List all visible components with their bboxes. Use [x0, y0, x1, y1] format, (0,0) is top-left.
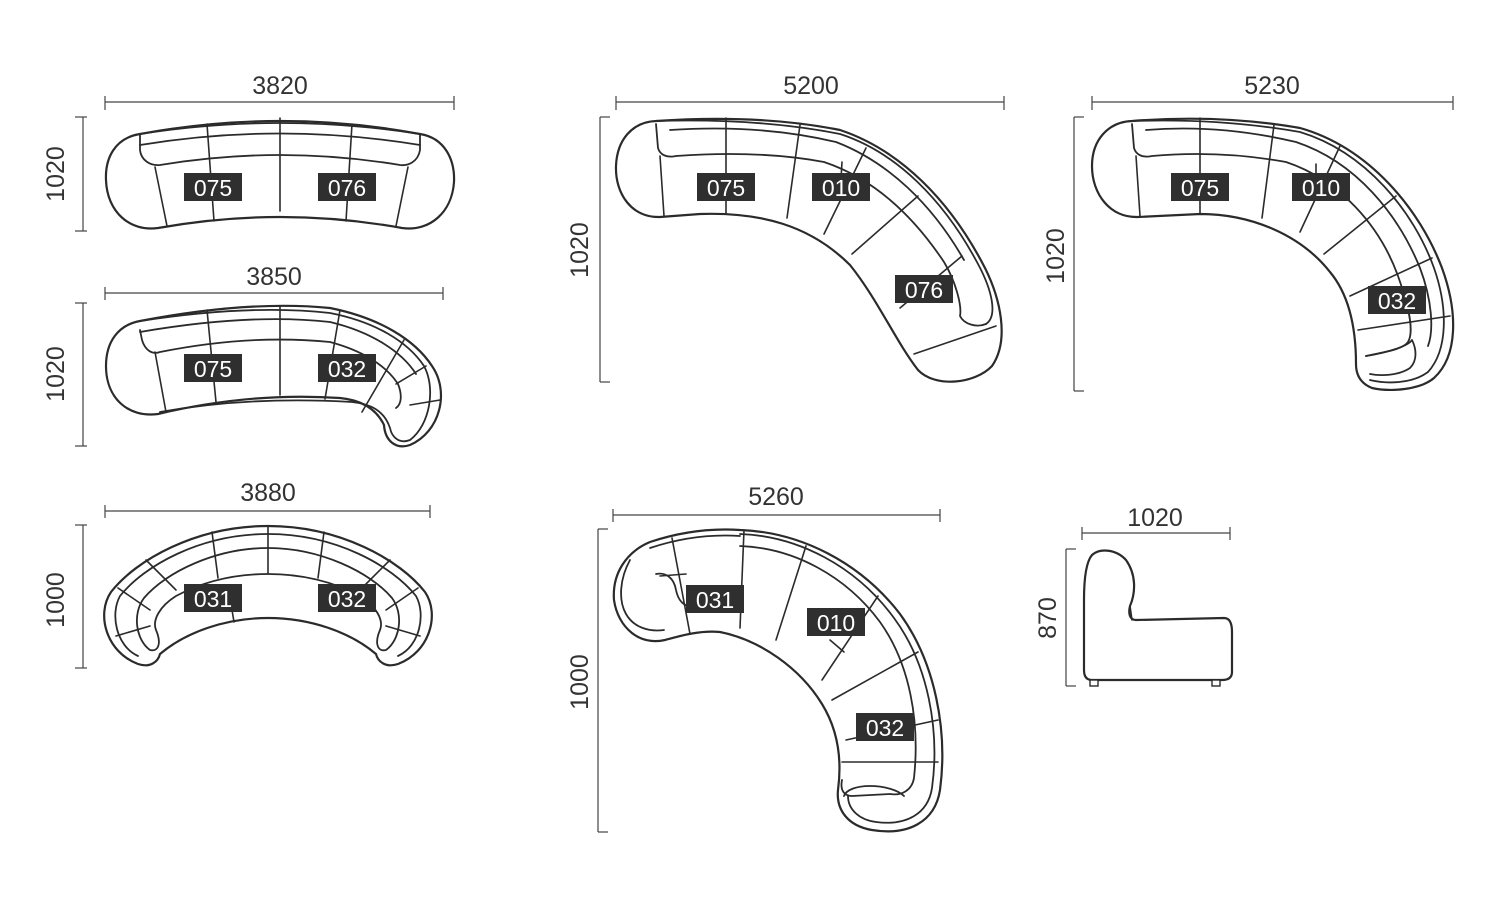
width-label: 3820 [252, 72, 308, 100]
depth-label: 1020 [42, 146, 70, 202]
sofa-config-2: 3850 1020 075 032 [42, 263, 444, 448]
width-label: 3880 [240, 479, 296, 507]
module-label-075: 075 [184, 354, 242, 382]
svg-text:076: 076 [905, 277, 943, 303]
sofa-drawing: 031 010 032 [612, 528, 944, 833]
depth-label: 1000 [42, 572, 70, 628]
module-label-031: 031 [184, 584, 242, 612]
module-label-075: 075 [1171, 173, 1229, 201]
width-dimension: 1020 [1081, 504, 1231, 540]
width-dimension: 3820 [104, 72, 455, 110]
width-dimension: 5260 [612, 483, 941, 522]
svg-text:075: 075 [707, 175, 745, 201]
sofa-config-1: 3820 1020 075 076 [42, 72, 456, 232]
svg-text:075: 075 [1181, 175, 1219, 201]
module-label-032: 032 [318, 584, 376, 612]
module-label-031: 031 [686, 585, 744, 613]
svg-text:031: 031 [696, 587, 734, 613]
depth-dimension: 1000 [42, 524, 87, 669]
width-dimension: 5200 [615, 72, 1005, 110]
svg-text:010: 010 [1302, 175, 1340, 201]
module-label-076: 076 [895, 275, 953, 303]
sofa-config-6: 5260 1000 031 [566, 483, 944, 833]
svg-text:010: 010 [817, 610, 855, 636]
svg-text:075: 075 [194, 175, 232, 201]
svg-text:075: 075 [194, 356, 232, 382]
svg-text:032: 032 [328, 356, 366, 382]
width-dimension: 5230 [1091, 72, 1454, 110]
height-dimension: 870 [1034, 548, 1076, 687]
depth-dimension: 1000 [566, 528, 608, 833]
width-dimension: 3880 [104, 479, 431, 518]
width-label: 5200 [783, 72, 839, 100]
svg-text:076: 076 [328, 175, 366, 201]
module-label-076: 076 [318, 173, 376, 201]
sofa-drawing: 075 010 076 [614, 117, 1003, 383]
sofa-config-5: 5230 1020 075 [1042, 72, 1455, 392]
height-label: 870 [1034, 597, 1062, 639]
depth-dimension: 1020 [42, 302, 87, 447]
depth-label: 1000 [566, 654, 594, 710]
sofa-config-3: 3880 1000 031 [42, 479, 433, 669]
depth-label: 1020 [1042, 228, 1070, 284]
module-label-032: 032 [856, 713, 914, 741]
svg-text:032: 032 [328, 586, 366, 612]
svg-text:010: 010 [822, 175, 860, 201]
module-label-032: 032 [318, 354, 376, 382]
depth-label: 1020 [42, 346, 70, 402]
module-label-032: 032 [1368, 286, 1426, 314]
right-foot [1211, 679, 1221, 687]
module-label-075: 075 [184, 173, 242, 201]
module-label-010: 010 [1292, 173, 1350, 201]
sofa-drawing: 075 076 [104, 117, 456, 230]
depth-dimension: 1020 [1042, 116, 1084, 392]
sofa-drawing: 031 032 [103, 524, 433, 667]
side-drawing [1082, 549, 1234, 687]
width-label: 3850 [246, 263, 302, 291]
depth-dimension: 1020 [566, 116, 610, 383]
svg-text:032: 032 [1378, 288, 1416, 314]
width-label: 5230 [1244, 72, 1300, 100]
module-label-075: 075 [697, 173, 755, 201]
width-label: 5260 [748, 483, 804, 511]
sofa-drawing: 075 032 [104, 304, 443, 448]
sofa-side-view: 1020 870 [1034, 504, 1234, 687]
depth-dimension: 1020 [42, 116, 87, 232]
svg-text:031: 031 [194, 586, 232, 612]
svg-text:032: 032 [866, 715, 904, 741]
width-label: 1020 [1127, 504, 1183, 532]
left-foot [1089, 679, 1099, 687]
width-dimension: 3850 [104, 263, 444, 300]
depth-label: 1020 [566, 222, 594, 278]
module-label-010: 010 [807, 608, 865, 636]
sofa-config-4: 5200 1020 075 [566, 72, 1005, 383]
module-label-010: 010 [812, 173, 870, 201]
sofa-drawing: 075 010 032 [1090, 117, 1455, 391]
